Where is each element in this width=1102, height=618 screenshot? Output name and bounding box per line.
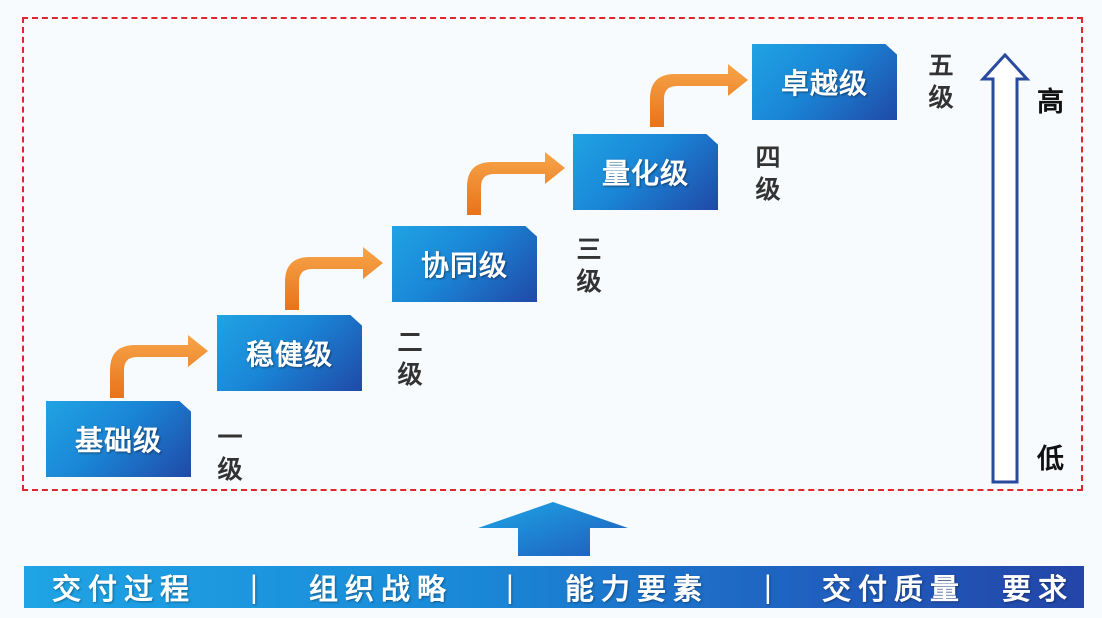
up-arrow-icon [478,502,628,556]
level-tag-1: 一级 [217,423,243,484]
scale-low-label: 低 [1037,444,1064,475]
dashed-frame [22,17,1083,491]
level-label-2: 稳健级 [245,338,333,371]
bar-item-org-strategy: 组织战略 [309,572,454,606]
bar-separator-3: | [763,570,780,604]
level-tag-2: 二级 [397,328,423,389]
level-label-4: 量化级 [601,157,689,190]
level-label-1: 基础级 [74,424,162,457]
step-arrow-2 [285,247,383,310]
level-tag-4: 四级 [755,143,781,204]
bar-separator-1: | [249,570,266,604]
bar-item-delivery-quality: 交付质量 [822,572,967,606]
step-arrow-3 [467,152,565,215]
bar-item-capability: 能力要素 [565,572,710,606]
bar-item-delivery-process: 交付过程 [52,572,197,606]
bar-separator-2: | [505,570,522,604]
level-box-2: 稳健级 [217,315,362,391]
requirements-bar: 交付过程 | 组织战略 | 能力要素 | 交付质量 要求 [24,566,1084,608]
level-tag-3: 三级 [576,235,602,296]
step-arrow-4 [650,64,748,127]
level-label-3: 协同级 [420,249,508,282]
level-box-5: 卓越级 [752,44,897,120]
bar-suffix-requirements: 要求 [1002,572,1075,606]
step-arrow-1 [110,335,208,398]
level-label-5: 卓越级 [780,67,868,100]
level-box-3: 协同级 [392,226,537,302]
scale-arrow-outline [979,52,1031,484]
scale-high-label: 高 [1037,87,1064,118]
level-tag-5: 五级 [928,51,954,112]
level-box-4: 量化级 [573,134,718,210]
level-box-1: 基础级 [46,401,191,477]
